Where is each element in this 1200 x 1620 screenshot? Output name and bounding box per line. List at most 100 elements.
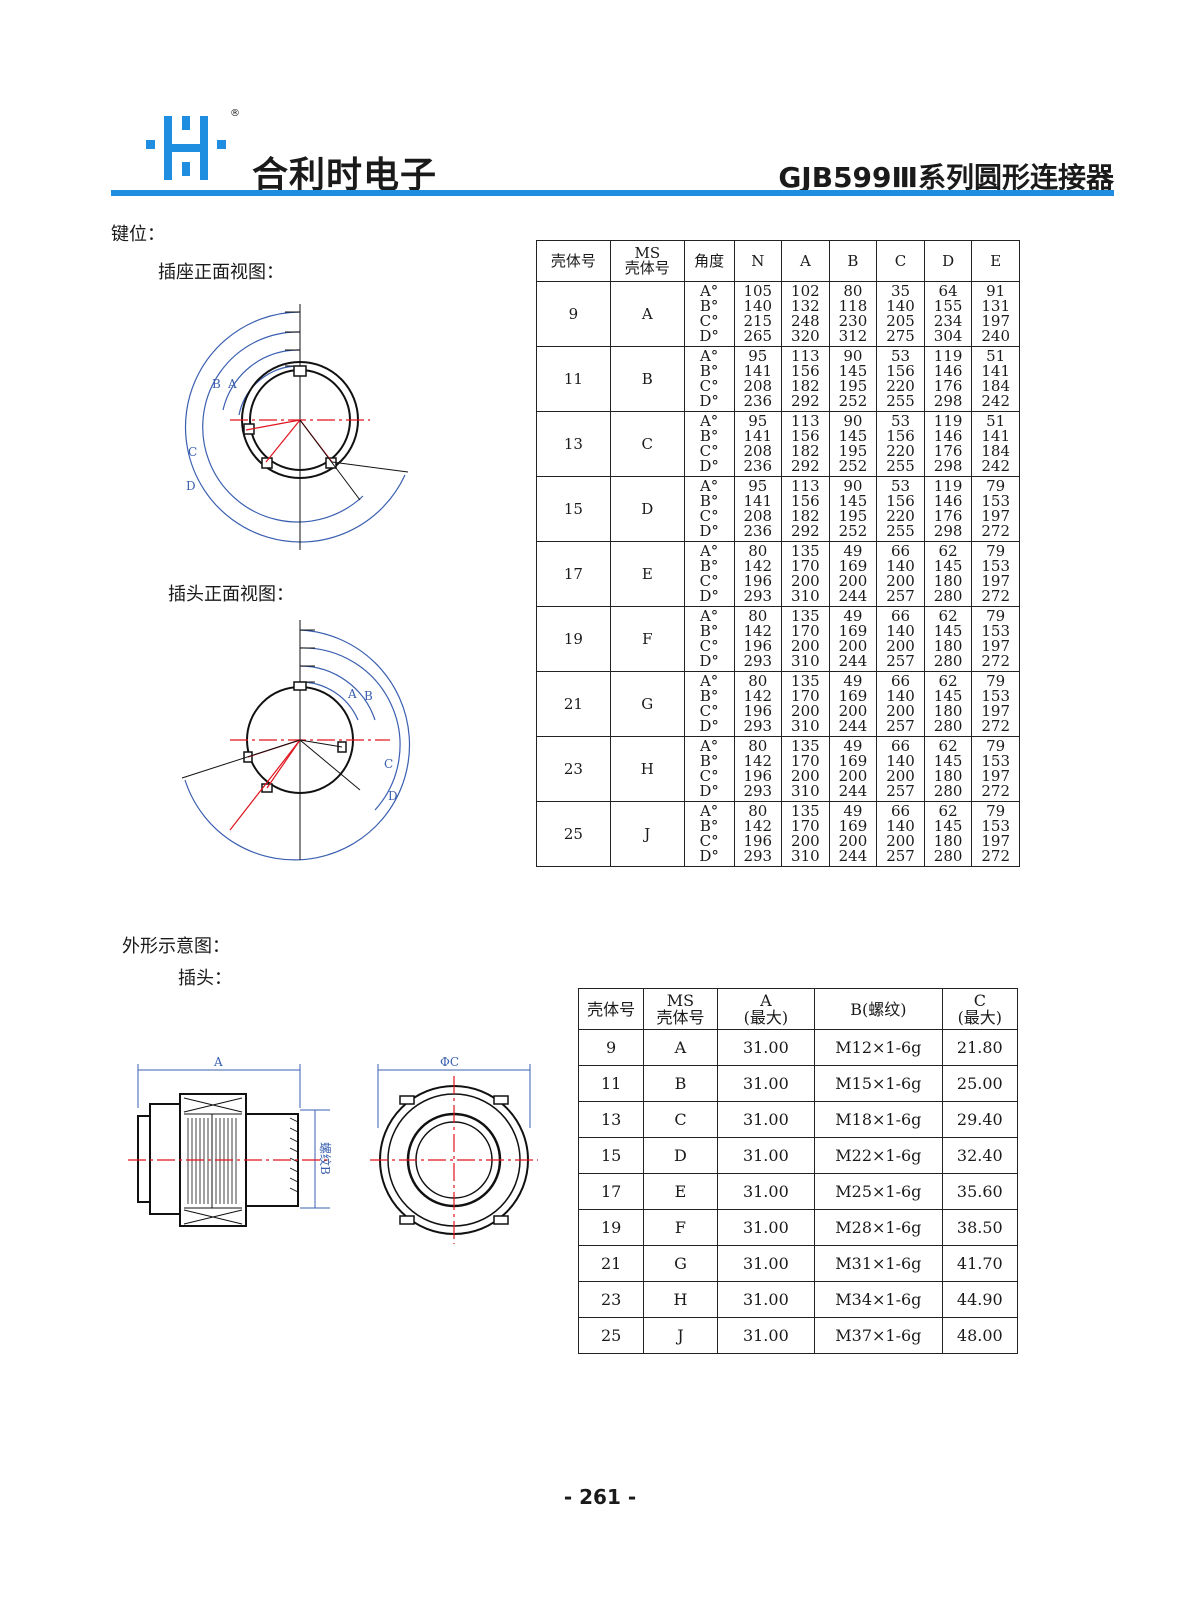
- angle-value: 145: [933, 622, 963, 640]
- angle-value: 119: [933, 412, 963, 430]
- angle-value: 170: [791, 817, 820, 835]
- angle-value: 200: [886, 767, 915, 785]
- angle-value: 153: [981, 817, 1011, 835]
- angle-value: 169: [838, 687, 868, 705]
- angle-value: 140: [886, 817, 915, 835]
- angle-value: 119: [933, 347, 963, 365]
- plug-front-diagram: A B C D: [181, 620, 411, 861]
- angle-label: B°: [699, 687, 719, 705]
- angle-label: A°: [699, 607, 719, 625]
- plug-end-view: ΦC: [370, 1055, 538, 1244]
- angle-label: C°: [699, 572, 719, 590]
- angle-value: 236: [743, 392, 773, 410]
- angle-value: 257: [886, 652, 915, 670]
- angle-value: 298: [933, 392, 963, 410]
- angle-value: 200: [791, 572, 820, 590]
- angle-value: 49: [843, 802, 863, 820]
- angle-value: 242: [981, 457, 1011, 475]
- angle-value: 272: [981, 847, 1011, 865]
- angle-value: 95: [748, 412, 768, 430]
- plug-label-a: A: [347, 687, 357, 701]
- angle-value: 64: [938, 282, 958, 300]
- dim-thread-cell: M22×1-6g: [814, 1137, 943, 1174]
- angle-label: B°: [699, 427, 719, 445]
- angle-value: 292: [791, 392, 820, 410]
- dim-thread-cell: M37×1-6g: [814, 1317, 943, 1354]
- dim-ms-cell: G: [643, 1245, 718, 1282]
- dim-a-label: A: [213, 1055, 223, 1069]
- angle-value: 200: [838, 702, 868, 720]
- angle-value: 62: [938, 672, 958, 690]
- dim-a-cell: 31.00: [716, 1065, 816, 1102]
- angle-value: 236: [743, 457, 773, 475]
- angle-label: B°: [699, 752, 719, 770]
- angle-value: 200: [791, 767, 820, 785]
- registered-mark: ®: [230, 108, 240, 119]
- dim-c-cell: 48.00: [941, 1317, 1019, 1354]
- angle-value: 244: [838, 652, 868, 670]
- angle-value: 35: [890, 282, 911, 300]
- shell-size-cell: 11: [536, 346, 611, 412]
- angle-value: 197: [981, 637, 1011, 655]
- angle-value: 196: [743, 572, 773, 590]
- angle-value: 205: [886, 312, 915, 330]
- angle-value: 170: [791, 622, 820, 640]
- angle-value: 170: [791, 687, 820, 705]
- angle-value: 215: [743, 312, 773, 330]
- dim-arc-b: [222, 349, 301, 411]
- outline-label: 外形示意图：: [122, 936, 230, 957]
- angle-value: 248: [791, 312, 820, 330]
- dim-shell-cell: 11: [577, 1065, 645, 1102]
- angle-value: 196: [743, 832, 773, 850]
- angle-cell: A°B°C°D°: [683, 411, 735, 477]
- angle-value: 265: [743, 327, 773, 345]
- angle-value: 153: [981, 687, 1011, 705]
- angle-value: 141: [743, 427, 773, 445]
- angle-value: 293: [743, 652, 773, 670]
- angle-value: 230: [838, 312, 868, 330]
- angle-value: 102: [791, 282, 820, 300]
- angle-value: 156: [886, 362, 915, 380]
- angle-value: 141: [743, 362, 773, 380]
- angle-value: 272: [981, 717, 1011, 735]
- dim-col-c: C (最大): [941, 988, 1019, 1030]
- angle-label: D°: [699, 652, 719, 670]
- angle-value: 200: [838, 637, 868, 655]
- angle-value: 62: [938, 802, 958, 820]
- angle-value: 170: [791, 557, 820, 575]
- dim-shell-cell: 19: [577, 1209, 645, 1246]
- dim-arc-a: [238, 365, 301, 416]
- angle-value: 236: [743, 522, 773, 540]
- plug-label-b: B: [364, 689, 373, 703]
- dim-col-ms-shell: MS 壳体号: [643, 988, 718, 1030]
- angle-value: 146: [933, 362, 963, 380]
- angle-value: 196: [743, 702, 773, 720]
- col-e: E: [971, 240, 1020, 282]
- angle-label: D°: [699, 522, 719, 540]
- angle-value: 197: [981, 832, 1011, 850]
- dim-c-cell: 44.90: [941, 1281, 1019, 1318]
- angle-value: 142: [743, 557, 773, 575]
- angle-value: 293: [743, 717, 773, 735]
- ms-shell-cell: A: [609, 281, 685, 347]
- header-divider: [111, 190, 1114, 196]
- col-d: D: [923, 240, 973, 282]
- dim-c-cell: 32.40: [941, 1137, 1019, 1174]
- angle-label: B°: [699, 362, 719, 380]
- angle-value: 140: [743, 297, 773, 315]
- brand-name: 合利时电子: [252, 155, 438, 196]
- angle-label: D°: [699, 782, 719, 800]
- angle-cell: A°B°C°D°: [683, 606, 735, 672]
- plug-dim-arc-b: [299, 665, 376, 721]
- angle-value: 272: [981, 587, 1011, 605]
